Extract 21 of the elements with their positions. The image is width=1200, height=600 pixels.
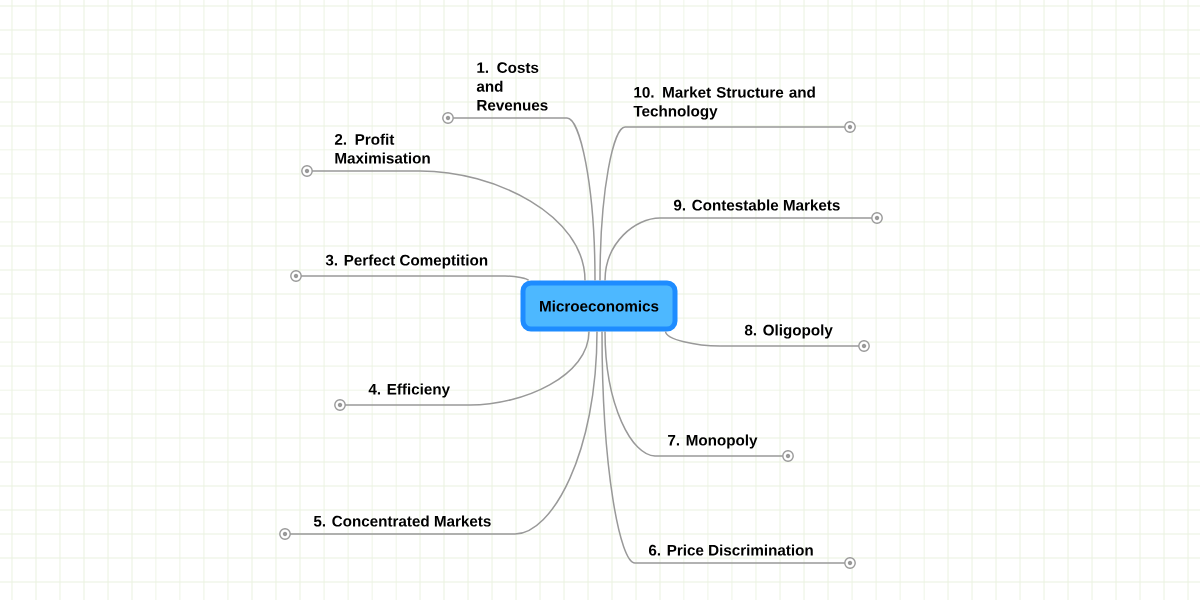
connector-line — [664, 330, 721, 347]
topic-label: 1. Costs and Revenues — [442, 62, 568, 124]
connector-line — [419, 170, 586, 282]
connector-line — [566, 117, 596, 282]
topic-label: 5. Concentrated Markets — [279, 515, 516, 540]
connector-line — [504, 275, 530, 282]
topic-label: 2. Profit Maximisation — [301, 133, 430, 177]
central-topic-box: Microeconomics — [520, 280, 678, 332]
connector-line — [604, 330, 656, 457]
connector-line — [469, 330, 590, 406]
topic-label: 10. Market Structure and Technology — [624, 86, 856, 133]
topic-label: 8. Oligopoly — [719, 324, 870, 352]
connector-line — [599, 126, 626, 282]
connector-line — [514, 330, 598, 535]
topic-label: 6. Price Discrimination — [634, 544, 856, 569]
topic-label: 4. Efficieny — [334, 383, 471, 411]
connector-line — [604, 217, 661, 282]
topic-label: 3. Perfect Comeptition — [290, 254, 506, 282]
topic-label: 9. Contestable Markets — [659, 199, 883, 224]
connector-line — [601, 330, 636, 564]
topic-label: 7. Monopoly — [654, 434, 794, 462]
